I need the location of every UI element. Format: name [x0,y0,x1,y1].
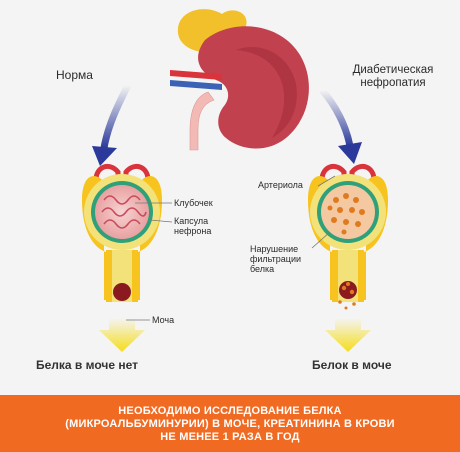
label-capsule-line1: Капсула [174,216,209,226]
banner-line1: НЕОБХОДИМО ИССЛЕДОВАНИЕ БЕЛКА [118,405,342,417]
label-filtration-line3: белка [250,264,275,274]
arteriole-left-in [93,163,121,182]
kidney-illustration [170,9,309,151]
arrow-normal [92,83,132,166]
arrow-diabetic [319,87,362,164]
label-filtration-line1: Нарушение [250,244,299,254]
renal-vein [170,80,222,90]
result-normal: Белка в моче нет [36,358,139,372]
label-capsule-line2: нефрона [174,226,212,236]
label-normal: Норма [56,68,93,82]
pointer-lines [126,175,336,321]
urine-drop-normal [113,283,131,301]
arteriole-right-out [349,163,377,182]
arteriole-left-out [123,163,151,182]
protein-particles [327,193,365,235]
label-diabetic-line2: нефропатия [360,77,426,89]
label-diabetic: Диабетическая нефропатия [328,64,458,90]
urine-drop-diabetic [338,281,357,310]
urine-arrow-normal [99,318,145,352]
nephron-diabetic [308,163,388,352]
result-diabetic: Белок в моче [312,358,392,372]
label-arteriole: Артериола [258,180,303,190]
banner-line2: (МИКРОАЛЬБУМИНУРИИ) В МОЧЕ, КРЕАТИНИНА В… [65,418,395,430]
label-urine: Моча [152,315,175,325]
label-capsule: Капсула нефрона [174,216,211,236]
arteriole-right-in [319,163,347,182]
label-glomerulus: Клубочек [174,198,213,208]
banner-line3: НЕ МЕНЕЕ 1 РАЗА В ГОД [160,431,300,443]
ureter [189,91,215,151]
urine-arrow-diabetic [325,318,371,352]
renal-artery [170,70,222,80]
glomerulus-right [321,185,375,239]
diagram-svg [82,9,388,352]
glomerulus [95,185,149,239]
label-filtration-line2: фильтрации [250,254,302,264]
label-filtration: Нарушение фильтрации белка [250,244,301,274]
label-diabetic-line1: Диабетическая [352,64,434,76]
kidney-shade [236,47,297,138]
recommendation-banner: НЕОБХОДИМО ИССЛЕДОВАНИЕ БЕЛКА (МИКРОАЛЬБ… [0,395,460,452]
nephron-normal [82,163,162,352]
